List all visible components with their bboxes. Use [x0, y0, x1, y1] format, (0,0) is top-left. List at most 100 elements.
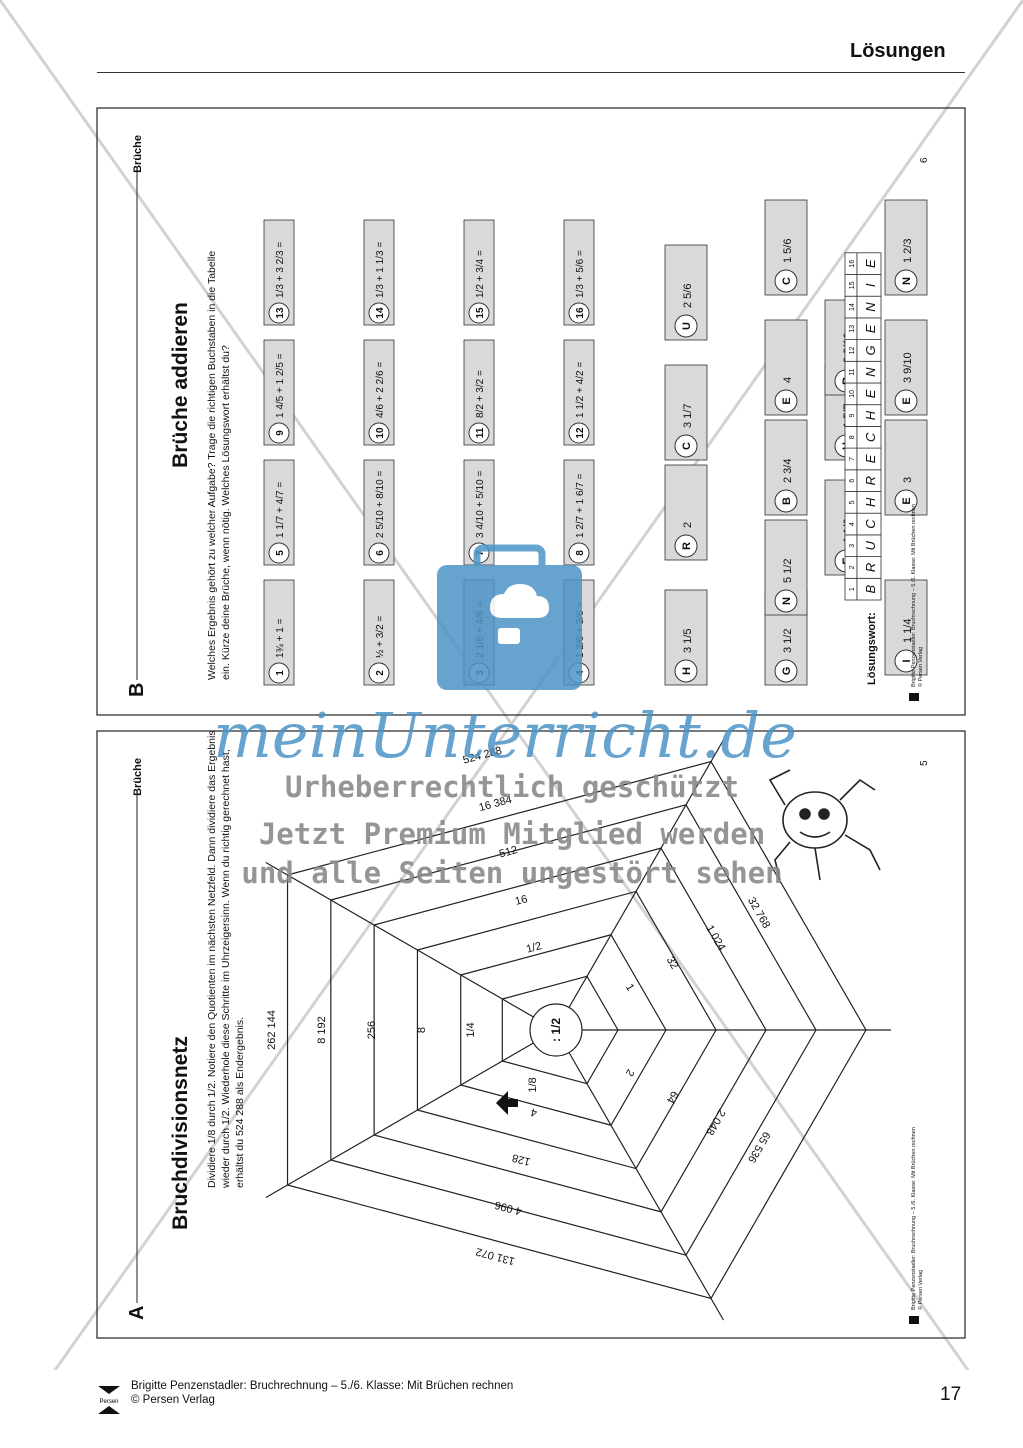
web-value: 2 048: [703, 1107, 727, 1137]
task-number: 2: [375, 670, 386, 676]
task-number-circle: [368, 662, 390, 684]
task-expression: 1 2/7 + 1 6/7 =: [575, 473, 586, 538]
solution-number: 10: [849, 390, 856, 398]
page-footer: Persen Brigitte Penzenstadler: Bruchrech…: [0, 1370, 1023, 1448]
answer-value: 4: [782, 377, 794, 383]
answer-letter: U: [681, 322, 693, 330]
web-value: 1/2: [525, 940, 543, 956]
worksheet-b-page: 6: [919, 157, 930, 163]
web-spoke: [265, 861, 557, 1031]
persen-logo-icon: Persen: [98, 1386, 120, 1414]
answer-value: 3: [902, 477, 914, 483]
web-value: 1 024: [703, 923, 727, 953]
task-6: 62 5/10 + 8/10 =: [363, 459, 395, 566]
answer-letter: G: [781, 667, 793, 676]
worksheet-b: B Brüche Brüche addieren Welches Ergebni…: [126, 135, 930, 701]
web-value: 262 144: [266, 1010, 278, 1050]
task-9: 91 4/5 + 1 2/5 =: [263, 339, 295, 446]
task-number: 12: [575, 427, 586, 439]
task-7: 73 4/10 + 5/10 =: [463, 459, 495, 566]
task-number: 8: [575, 550, 586, 556]
task-box: [563, 459, 595, 566]
worksheet-b-letter: B: [126, 683, 148, 697]
answer-value: 1 1/4: [902, 619, 914, 643]
solution-label: Lösungswort:: [866, 612, 878, 685]
answer-letter: E: [781, 397, 793, 404]
web-value: 4: [529, 1106, 538, 1119]
task-box: [463, 219, 495, 326]
web-ring-4: [373, 847, 767, 1213]
task-expression: 1¾ + 1 =: [275, 618, 286, 658]
web-value: 16: [514, 893, 529, 908]
answer-letter-circle: [674, 434, 698, 458]
task-box: [463, 339, 495, 446]
solution-number: 4: [849, 522, 856, 526]
web-spoke: [555, 739, 725, 1031]
worksheet-a-credit-2: © Persen Verlag: [917, 1270, 924, 1310]
worksheet-a-credit-1: Brigitte Penzenstadler: Bruchrechnung – …: [911, 1127, 917, 1310]
task-15: 151/2 + 3/4 =: [463, 219, 495, 326]
solution-letter: E: [863, 454, 878, 463]
persen-logo-text: Persen: [99, 1399, 118, 1405]
worksheet-b-topic: Brüche: [132, 135, 144, 173]
solution-letter: C: [863, 432, 878, 442]
web-value: 32: [664, 955, 681, 972]
task-expression: ½ + 3/2 =: [375, 616, 386, 658]
solution-number: 13: [849, 325, 856, 333]
task-number-circle: [568, 542, 590, 564]
task-expression: 8/2 + 3/2 =: [475, 370, 486, 418]
watermark-line-2: Jetzt Premium Mitglied werden: [259, 817, 765, 851]
task-number-circle: [368, 422, 390, 444]
answer-value: 3 9/10: [902, 352, 914, 383]
answer-letter: B: [781, 497, 793, 505]
task-box: [263, 339, 295, 446]
solution-number: 2: [849, 565, 856, 569]
answer-value: 2 3/4: [782, 459, 794, 483]
solution-letter: R: [863, 563, 878, 572]
worksheet-a-title: Bruchdivisionsnetz: [169, 1036, 192, 1230]
task-box: [363, 579, 395, 686]
worksheet-a-publisher-logo: [909, 1316, 919, 1324]
worksheet-b-credit-1: Brigitte Penzenstadler: Bruchrechnung – …: [911, 504, 917, 687]
task-13: 131/3 + 3 2/3 =: [263, 219, 295, 326]
task-number-circle: [468, 422, 490, 444]
answer-value: 3 1/5: [682, 629, 694, 653]
task-expression: 4/6 + 2 2/6 =: [375, 362, 386, 418]
worksheet-b-frame: [96, 107, 966, 716]
solution-letter: H: [863, 497, 878, 507]
worksheet-b-credit-2: © Persen Verlag: [917, 647, 924, 687]
worksheet-a-page: 5: [919, 760, 930, 766]
answer-letter: E: [901, 397, 913, 404]
answer-letter-circle: [674, 314, 698, 338]
solution-number: 15: [849, 281, 856, 289]
answer-letter-circle: [894, 269, 918, 293]
task-number-circle: [368, 542, 390, 564]
web-value: 64: [664, 1089, 681, 1106]
worksheet-b-publisher-logo: [909, 693, 919, 701]
answer-letter: H: [681, 667, 693, 675]
web-ring-6: [286, 760, 867, 1300]
task-box: [563, 219, 595, 326]
watermark-line-1: Urheberrechtlich geschützt: [285, 770, 739, 804]
web-center-circle: [529, 1003, 583, 1057]
worksheet-b-title: Brüche addieren: [169, 302, 192, 468]
answer-value: 1 2/3: [902, 239, 914, 263]
page-header-title: Lösungen: [850, 40, 946, 62]
solution-number: 5: [849, 500, 856, 504]
task-11: 118/2 + 3/2 =: [463, 339, 495, 446]
web-value: 512: [498, 844, 519, 860]
solution-number: 1: [849, 587, 856, 591]
task-number: 5: [275, 550, 286, 556]
answer-letter: N: [901, 277, 913, 285]
web-value: 128: [511, 1151, 532, 1167]
answer-letter: E: [901, 497, 913, 504]
solution-letter: H: [863, 410, 878, 420]
answer-card-box: [664, 244, 708, 341]
task-number-circle: [268, 302, 290, 324]
answer-value: 5 1/2: [782, 559, 794, 583]
